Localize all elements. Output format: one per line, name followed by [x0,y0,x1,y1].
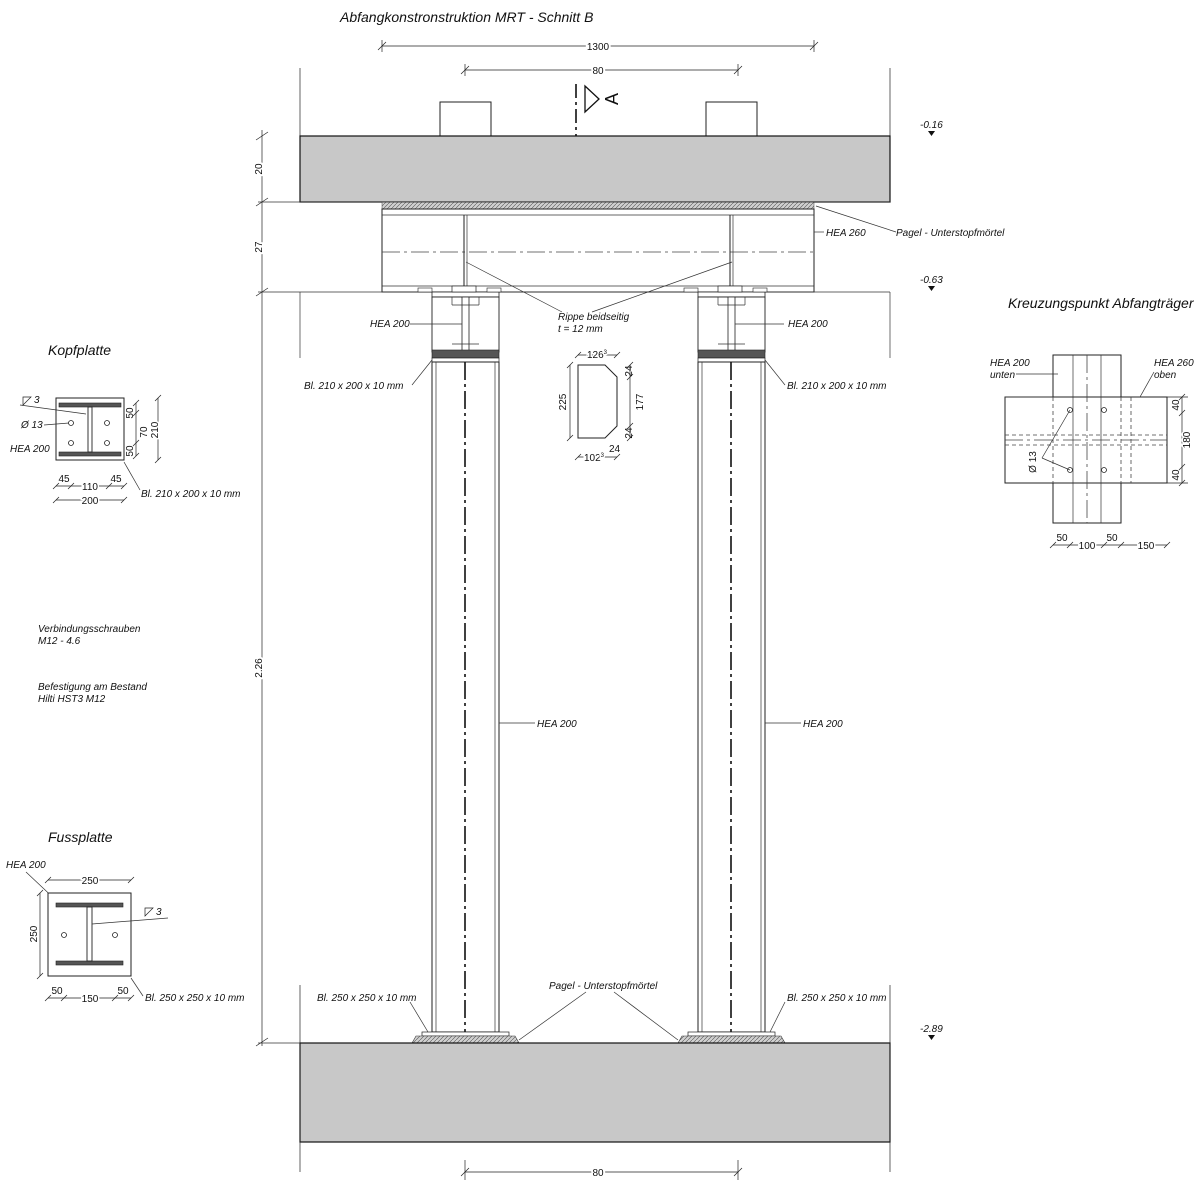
kreuz-hea260-2: oben [1154,370,1177,381]
fuss-weld: 3 [156,907,162,918]
label-hea200-right-top: HEA 200 [788,319,828,330]
kopf-d210: 210 [150,421,161,438]
level-top: -0.16 [920,120,943,131]
fussplatte-title: Fussplatte [48,829,113,845]
kopf-hole: Ø 13 [20,420,43,431]
fuss-d150: 150 [82,994,99,1005]
label-rib-1: Rippe beidseitig [558,312,630,323]
rib-dim-bottom: 1023 [584,453,605,464]
bottom-mortar-right [677,1035,786,1044]
kopf-profile: HEA 200 [10,444,50,455]
kreuz-hole: Ø 13 [1028,451,1039,473]
level-markers: -0.16 -0.63 -2.89 [920,120,943,1040]
dim-27: 27 [254,241,265,253]
vertical-dimensions: 20 27 2.26 [252,130,269,1047]
label-plate-left-top: Bl. 210 x 200 x 10 mm [304,381,404,392]
fuss-d50b: 50 [117,986,129,997]
bottom-slab [299,1042,891,1143]
kopf-d50a: 50 [125,407,136,419]
upper-stub-right [705,101,758,137]
dim-1300: 1300 [587,42,610,53]
label-hea200-right-mid: HEA 200 [803,719,843,730]
label-plate-right-top: Bl. 210 x 200 x 10 mm [787,381,887,392]
kreuz-d180: 180 [1182,431,1193,448]
note-anchor-2: Hilti HST3 M12 [38,694,106,705]
section-marker-a: A [575,84,622,162]
level-bottom: -2.89 [920,1024,943,1035]
drawing-title: Abfangkonstronstruktion MRT - Schnitt B [339,9,593,25]
kopf-d110: 110 [82,482,98,493]
rib-dim-r24a: 24 [624,365,635,377]
fuss-plate: Bl. 250 x 250 x 10 mm [145,993,245,1004]
bottom-mortar-left [411,1035,520,1044]
top-mortar [381,201,815,210]
kreuz-hea260-1: HEA 260 [1154,358,1194,369]
column-right [687,285,776,1037]
kopf-d200: 200 [82,496,99,507]
kreuz-d40a: 40 [1171,399,1182,411]
rib-dim-225: 225 [558,393,569,410]
fuss-d250side: 250 [29,925,40,942]
kopfplatte-detail: Kopfplatte 3 Ø 13 HEA 200 50 70 50 210 [10,342,241,509]
kopfplatte-title: Kopfplatte [48,342,111,358]
kopf-d45a: 45 [58,474,70,485]
dim-20: 20 [254,163,265,175]
notes: Verbindungsschrauben M12 - 4.6 Befestigu… [38,624,147,705]
kreuzung-title: Kreuzungspunkt Abfangträger [1008,295,1195,311]
column-left [421,285,510,1037]
section-letter: A [602,93,622,105]
kreuz-d40b: 40 [1171,469,1182,481]
hea260-beam [381,208,815,293]
kopf-weld: 3 [34,395,40,406]
label-pagel-top: Pagel - Unterstopfmörtel [896,228,1005,239]
fuss-profile: HEA 200 [6,860,46,871]
kopf-d45b: 45 [110,474,122,485]
note-bolts-2: M12 - 4.6 [38,636,81,647]
kreuz-d100: 100 [1079,541,1096,552]
note-anchor-1: Befestigung am Bestand [38,682,147,693]
kreuzung-detail: Kreuzungspunkt Abfangträger HEA 200 unte… [990,295,1195,554]
label-hea200-left-top: HEA 200 [370,319,410,330]
kreuz-hea200-2: unten [990,370,1015,381]
dim-80-top: 80 [592,66,604,77]
fussplatte-detail: Fussplatte HEA 200 250 250 3 50 150 50 [6,829,245,1007]
label-plate-right-bottom: Bl. 250 x 250 x 10 mm [787,993,887,1004]
label-hea260: HEA 260 [826,228,866,239]
dim-80-bottom: 80 [592,1168,604,1179]
top-slab [299,135,891,203]
rib-dim-top: 1263 [587,350,608,361]
label-pagel-bottom: Pagel - Unterstopfmörtel [549,981,658,992]
bottom-dimensions: 80 [299,985,891,1181]
kopf-d70: 70 [139,426,150,438]
main-annotations: HEA 260 Pagel - Unterstopfmörtel Rippe b… [304,205,1005,1041]
note-bolts-1: Verbindungsschrauben [38,624,141,635]
rib-dim-r177: 177 [635,393,646,410]
rib-dim-b24: 24 [609,444,621,455]
fuss-d250top: 250 [82,876,99,887]
upper-stub-left [439,101,492,137]
kreuz-hea200-1: HEA 200 [990,358,1030,369]
top-dimensions: 1300 80 [299,40,891,136]
kreuz-d150: 150 [1138,541,1155,552]
kopf-d50b: 50 [125,445,136,457]
kreuz-d50a: 50 [1056,533,1068,544]
fuss-d50a: 50 [51,986,63,997]
dim-226: 2.26 [254,658,265,678]
label-plate-left-bottom: Bl. 250 x 250 x 10 mm [317,993,417,1004]
rib-detail: 1263 1023 24 225 24 177 24 [557,349,648,466]
label-rib-2: t = 12 mm [558,324,603,335]
kreuz-d50b: 50 [1106,533,1118,544]
level-mid: -0.63 [920,275,943,286]
kopf-plate: Bl. 210 x 200 x 10 mm [141,489,241,500]
label-hea200-left-mid: HEA 200 [537,719,577,730]
rib-dim-r24b: 24 [624,427,635,439]
